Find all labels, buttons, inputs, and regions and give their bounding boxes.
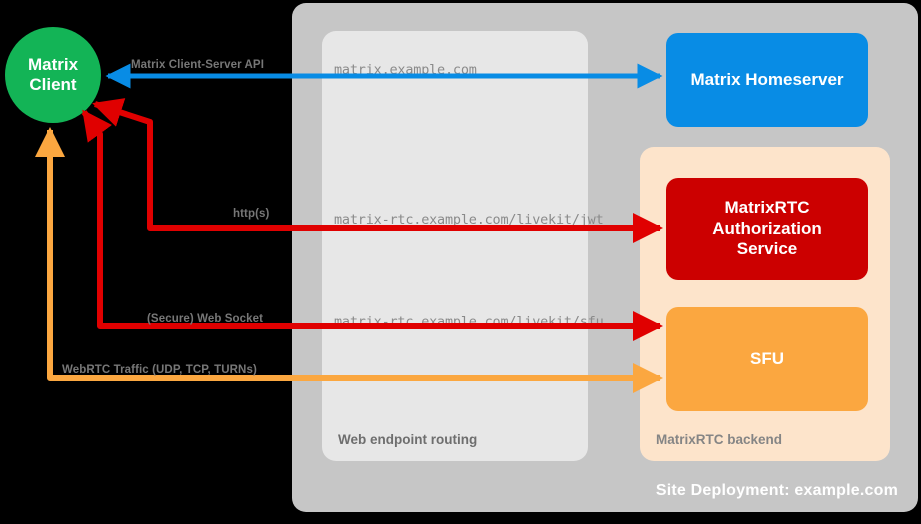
- connector-label-https-jwt: http(s): [233, 208, 270, 220]
- endpoint-url-matrix: matrix.example.com: [334, 62, 477, 78]
- matrix-homeserver-label: Matrix Homeserver: [690, 69, 844, 89]
- matrix-client-label: Matrix Client: [28, 55, 78, 96]
- matrix-client-line-2: Client: [29, 75, 77, 94]
- matrixrtc-authorization-service-box[interactable]: MatrixRTC Authorization Service: [666, 178, 868, 280]
- connector-label-secure-web-socket: (Secure) Web Socket: [147, 313, 264, 325]
- site-deployment-label: Site Deployment: example.com: [655, 482, 898, 499]
- web-endpoint-routing-panel: Web endpoint routing: [322, 31, 588, 461]
- sfu-box[interactable]: SFU: [666, 307, 868, 411]
- matrix-client-node[interactable]: Matrix Client: [5, 27, 101, 123]
- connector-label-webrtc-traffic: WebRTC Traffic (UDP, TCP, TURNs): [62, 364, 257, 376]
- matrix-homeserver-box[interactable]: Matrix Homeserver: [666, 33, 868, 127]
- matrixrtc-auth-line-2: Authorization: [712, 218, 822, 238]
- matrixrtc-backend-label: MatrixRTC backend: [656, 432, 783, 447]
- matrix-client-line-1: Matrix: [27, 54, 79, 74]
- connector-label-matrix-client-server-api: Matrix Client-Server API: [131, 59, 264, 71]
- sfu-label: SFU: [750, 348, 784, 368]
- endpoint-url-livekit-sfu: matrix-rtc.example.com/livekit/sfu: [334, 314, 604, 330]
- matrixrtc-authorization-service-label: MatrixRTC Authorization Service: [712, 198, 822, 260]
- matrixrtc-auth-line-3: Service: [736, 239, 798, 259]
- web-endpoint-routing-label: Web endpoint routing: [338, 432, 478, 447]
- endpoint-url-livekit-jwt: matrix-rtc.example.com/livekit/jwt: [334, 212, 604, 228]
- matrixrtc-auth-line-1: MatrixRTC: [724, 197, 810, 217]
